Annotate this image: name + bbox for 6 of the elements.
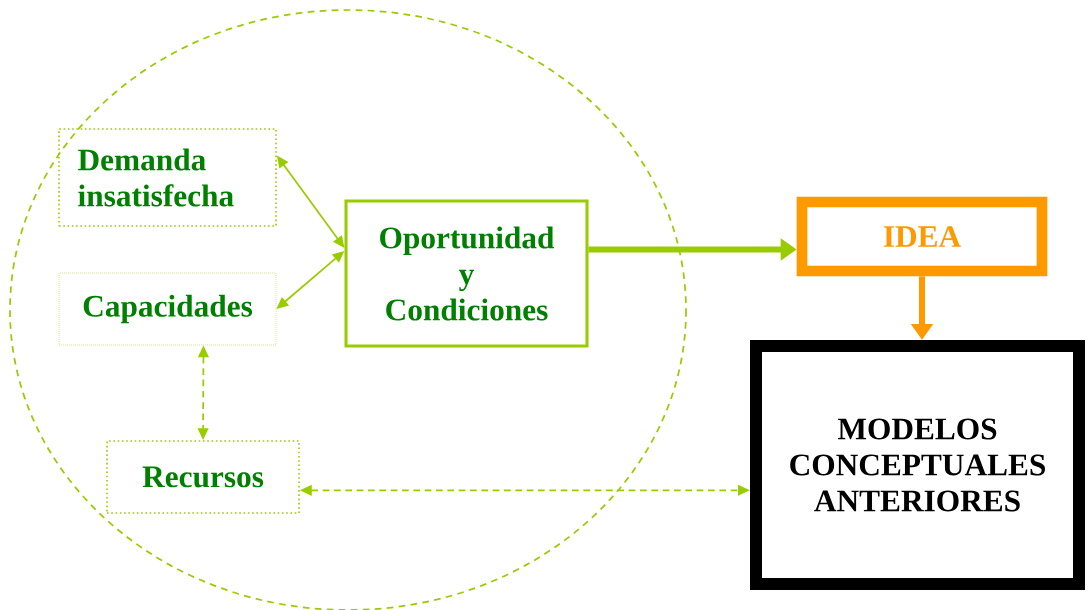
text-box: MODELOS CONCEPTUALES ANTERIORES <box>750 340 1085 590</box>
text-box: IDEA <box>796 196 1048 277</box>
text-box: Oportunidad y Condiciones <box>344 199 589 348</box>
text-box: Recursos <box>106 440 300 514</box>
text-box: Capacidades <box>58 272 277 346</box>
text-box: Demanda insatisfecha <box>58 128 277 227</box>
